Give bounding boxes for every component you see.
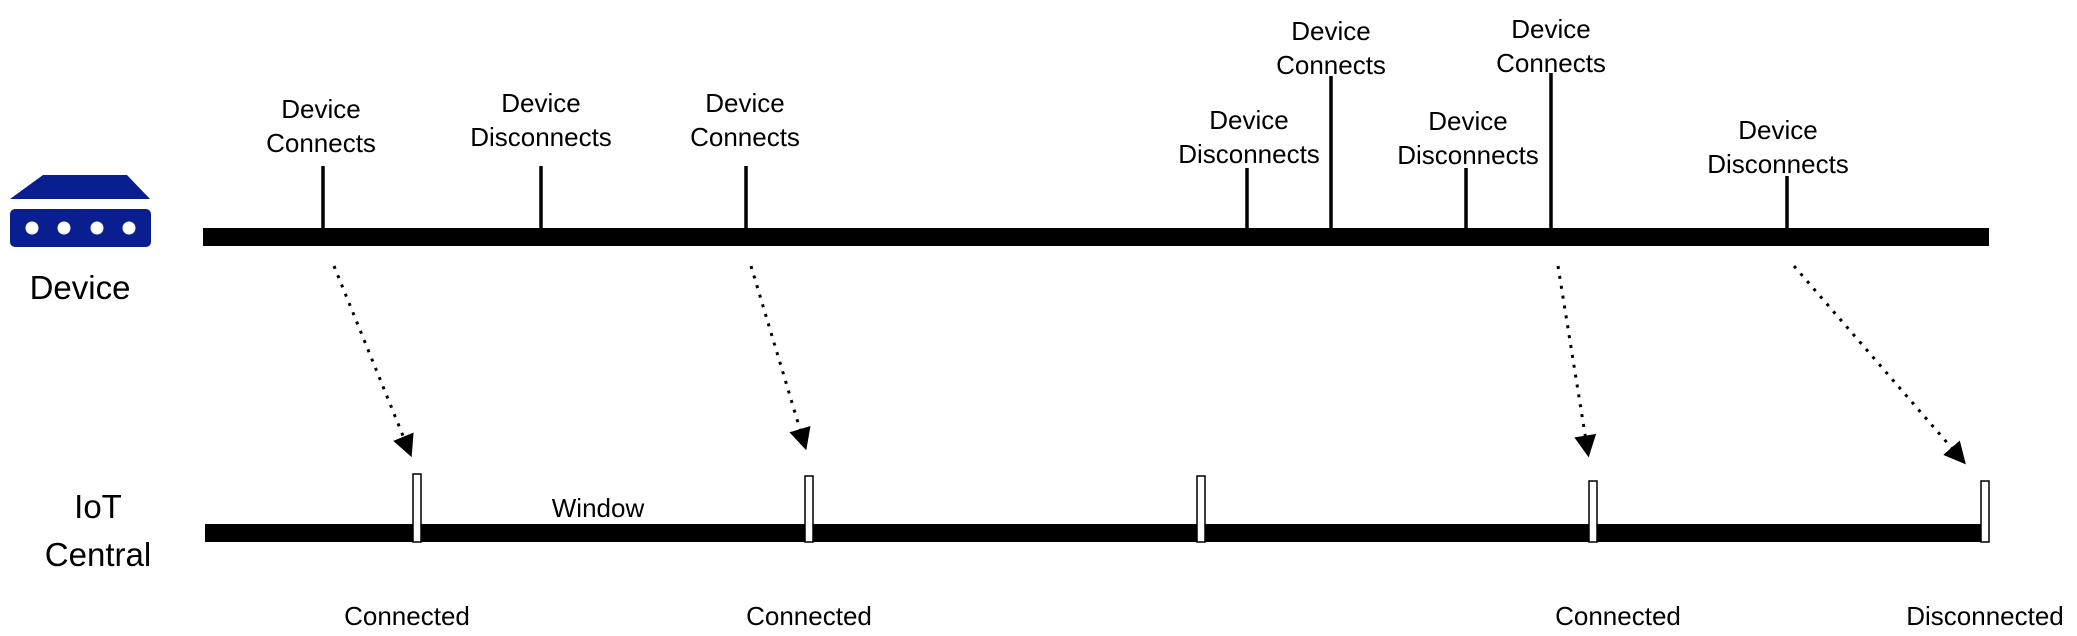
sync-arrow <box>332 265 414 458</box>
central-lane-label-line-1: IoT <box>74 488 122 525</box>
status-label: Connected <box>746 601 872 631</box>
sync-arrow <box>1792 265 1966 465</box>
central-timeline <box>205 524 1987 542</box>
router-device-icon <box>10 175 151 247</box>
sync-arrows <box>332 265 1966 465</box>
window-marker <box>804 475 814 543</box>
status-label: Connected <box>1555 601 1681 631</box>
device-lane-label: Device <box>30 269 131 306</box>
device-timeline <box>203 228 1989 246</box>
window-markers <box>412 473 1990 543</box>
window-label: Window <box>552 493 645 523</box>
status-label: Connected <box>344 601 470 631</box>
sync-arrow <box>749 265 811 451</box>
window-marker <box>1980 480 1990 543</box>
sync-arrow <box>1556 265 1597 458</box>
window-marker <box>412 473 422 543</box>
status-label: Disconnected <box>1906 601 2064 631</box>
window-marker <box>1588 480 1598 543</box>
window-marker <box>1196 475 1206 543</box>
central-lane-label-line-2: Central <box>45 536 151 573</box>
